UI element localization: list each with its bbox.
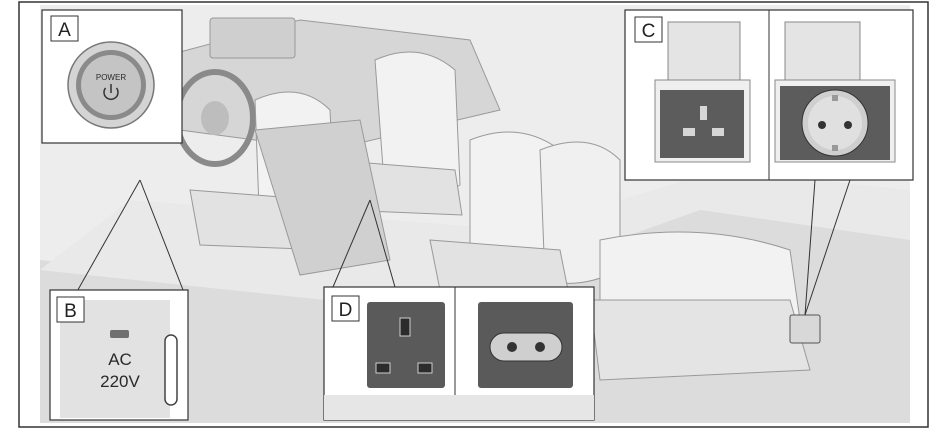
callout-c-letter-box: [634, 16, 663, 43]
center-console: [254, 119, 391, 276]
callout-a: A POWER: [41, 9, 183, 144]
callout-d-letter-box: [331, 295, 360, 322]
callout-a-letter-box: [50, 15, 79, 42]
console-socket-euro: [478, 302, 573, 388]
callout-c-letter: C: [642, 21, 656, 42]
callout-c: C: [624, 9, 914, 181]
console-socket-uk: [367, 302, 445, 388]
power-symbol-icon: [103, 84, 119, 101]
leader-line-d: [332, 199, 371, 288]
ac-label-line1: AC: [108, 350, 132, 369]
callout-b: B AC 220V: [49, 289, 189, 421]
third-row-seats: [589, 231, 811, 381]
leader-line-d2: [369, 199, 396, 288]
bs1363-socket-icon: [375, 317, 433, 374]
cargo-outlet-location: [789, 314, 821, 344]
bs1363-socket-icon: [660, 90, 744, 158]
ac-indicator-light: [110, 330, 129, 338]
callout-a-letter: A: [58, 20, 71, 41]
callout-b-letter: B: [64, 301, 77, 322]
ac-label-line2: 220V: [100, 372, 140, 391]
schuko-socket-icon: [780, 86, 890, 160]
leader-line-c2: [804, 179, 851, 316]
cargo-socket-schuko-panel: [774, 21, 896, 163]
leader-line-b2: [139, 179, 186, 296]
second-row-seats: [429, 131, 621, 301]
callout-b-letter-box: [56, 296, 85, 323]
leader-line-c: [804, 179, 816, 316]
leader-line-b: [74, 179, 141, 296]
europlug-socket-icon: [489, 332, 563, 362]
callout-d: D: [323, 286, 595, 421]
ac-switch-icon: [164, 334, 178, 406]
cargo-socket-uk-panel: [654, 21, 751, 163]
callout-d-letter: D: [339, 300, 353, 321]
power-button: POWER: [67, 41, 155, 129]
power-button-label: POWER: [96, 73, 126, 82]
